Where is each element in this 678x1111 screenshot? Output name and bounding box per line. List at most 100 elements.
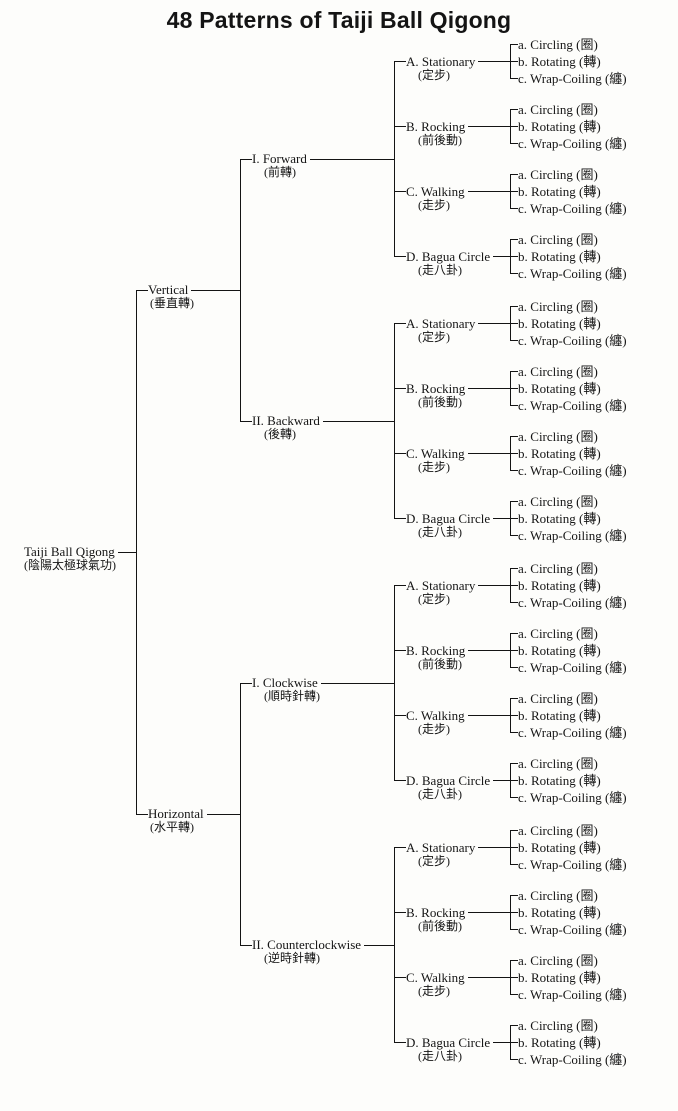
branch: a. Circling (圈) [510, 231, 627, 248]
node-b-rocking: B. Rocking(前後動) a. Circling (圈)b. Rotatin… [406, 625, 627, 676]
node-label: C. Walking(走步) [406, 970, 510, 998]
branch: I. Clockwise(順時針轉)A. Stationary(定步)a. Ci… [240, 560, 627, 806]
node-c-walking: C. Walking(走步) a. Circling (圈)b. Rotating… [406, 690, 627, 741]
node-label: C. Walking(走步) [406, 708, 510, 736]
children-group: A. Stationary(定步)a. Circling (圈)b. Rotat… [394, 822, 627, 1068]
node-d-bagua-circle: D. Bagua Circle(走八卦)a. Circling (圈)b. Ro… [406, 493, 627, 544]
branch: A. Stationary(定步)a. Circling (圈)b. Rotat… [394, 298, 627, 349]
node-chinese-text: (走步) [418, 197, 450, 212]
node-text: a. Circling (圈) [518, 232, 598, 247]
branch: c. Wrap-Coiling (纏) [510, 397, 627, 414]
branch: B. Rocking(前後動)a. Circling (圈)b. Rotatin… [394, 349, 627, 414]
branch: c. Wrap-Coiling (纏) [510, 856, 627, 873]
node-text: b. Rotating (轉) [518, 119, 601, 134]
node-c-wrap-coiling: c. Wrap-Coiling (纏) [518, 594, 627, 611]
node-label: b. Rotating (轉) [518, 248, 601, 265]
node-chinese-text: (前後動) [418, 656, 462, 671]
branch: D. Bagua Circle(走八卦)a. Circling (圈)b. Ro… [394, 1003, 627, 1068]
node-label: D. Bagua Circle(走八卦) [406, 249, 510, 277]
node-label: c. Wrap-Coiling (纏) [518, 200, 627, 217]
connector-line [468, 388, 510, 389]
branch: Vertical(垂直轉)I. Forward(前轉)A. Stationary… [136, 36, 627, 544]
node-text: b. Rotating (轉) [518, 381, 601, 396]
connector-line [191, 289, 240, 291]
node-a-circling: a. Circling (圈) [518, 298, 598, 315]
node-text: D. Bagua Circle [406, 1034, 491, 1050]
node-text: A. Stationary [406, 839, 476, 855]
node-i-forward: I. Forward(前轉)A. Stationary(定步)a. Circli… [252, 36, 627, 282]
node-text: c. Wrap-Coiling (纏) [518, 463, 627, 478]
node-text: a. Circling (圈) [518, 37, 598, 52]
node-text: D. Bagua Circle [406, 772, 491, 788]
node-label: a. Circling (圈) [518, 822, 598, 839]
node-text: c. Wrap-Coiling (纏) [518, 790, 627, 805]
branch: D. Bagua Circle(走八卦)a. Circling (圈)b. Ro… [394, 479, 627, 544]
node-text: a. Circling (圈) [518, 823, 598, 838]
node-label: a. Circling (圈) [518, 755, 598, 772]
children-group: a. Circling (圈)b. Rotating (轉)c. Wrap-Co… [510, 298, 627, 349]
node-label: c. Wrap-Coiling (纏) [518, 789, 627, 806]
node-label: c. Wrap-Coiling (纏) [518, 332, 627, 349]
branch: b. Rotating (轉) [510, 707, 627, 724]
node-label: b. Rotating (轉) [518, 445, 601, 462]
node-text: a. Circling (圈) [518, 561, 598, 576]
node-a-circling: a. Circling (圈) [518, 363, 598, 380]
branch: c. Wrap-Coiling (纏) [510, 200, 627, 217]
node-text: a. Circling (圈) [518, 691, 598, 706]
node-chinese-text: (逆時針轉) [264, 951, 320, 965]
node-c-wrap-coiling: c. Wrap-Coiling (纏) [518, 332, 627, 349]
node-label: c. Wrap-Coiling (纏) [518, 921, 627, 938]
branch: a. Circling (圈) [510, 887, 627, 904]
node-label: c. Wrap-Coiling (纏) [518, 265, 627, 282]
node-text: a. Circling (圈) [518, 364, 598, 379]
branch: b. Rotating (轉) [510, 772, 627, 789]
branch: a. Circling (圈) [510, 952, 627, 969]
node-text: a. Circling (圈) [518, 756, 598, 771]
node-label: c. Wrap-Coiling (纏) [518, 856, 627, 873]
branch: a. Circling (圈) [510, 822, 627, 839]
node-label: b. Rotating (轉) [518, 1034, 601, 1051]
node-label: b. Rotating (轉) [518, 315, 601, 332]
node-a-circling: a. Circling (圈) [518, 690, 598, 707]
node-b-rotating: b. Rotating (轉) [518, 248, 601, 265]
node-text: A. Stationary [406, 53, 476, 69]
node-taiji-ball-qigong: Taiji Ball Qigong(陰陽太極球氣功)Vertical(垂直轉)I… [24, 36, 678, 1068]
node-label: c. Wrap-Coiling (纏) [518, 135, 627, 152]
node-label: c. Wrap-Coiling (纏) [518, 1051, 627, 1068]
node-label: a. Circling (圈) [518, 625, 598, 642]
connector-line [364, 944, 394, 946]
node-label: a. Circling (圈) [518, 952, 598, 969]
node-c-wrap-coiling: c. Wrap-Coiling (纏) [518, 397, 627, 414]
branch: a. Circling (圈) [510, 755, 627, 772]
node-text: b. Rotating (轉) [518, 643, 601, 658]
node-b-rotating: b. Rotating (轉) [518, 510, 601, 527]
branch: A. Stationary(定步)a. Circling (圈)b. Rotat… [394, 36, 627, 87]
node-b-rotating: b. Rotating (轉) [518, 577, 601, 594]
node-b-rotating: b. Rotating (轉) [518, 118, 601, 135]
branch: c. Wrap-Coiling (纏) [510, 724, 627, 741]
node-b-rocking: B. Rocking(前後動)a. Circling (圈)b. Rotatin… [406, 887, 627, 938]
children-group: A. Stationary(定步)a. Circling (圈)b. Rotat… [394, 36, 627, 282]
branch: b. Rotating (轉) [510, 445, 627, 462]
node-label: c. Wrap-Coiling (纏) [518, 70, 627, 87]
node-chinese-text: (順時針轉) [264, 689, 320, 703]
node-b-rocking: B. Rocking(前後動)a. Circling (圈)b. Rotatin… [406, 363, 627, 414]
branch: a. Circling (圈) [510, 101, 627, 118]
node-c-wrap-coiling: c. Wrap-Coiling (纏) [518, 462, 627, 479]
branch: c. Wrap-Coiling (纏) [510, 986, 627, 1003]
node-chinese-text: (走步) [418, 459, 450, 474]
node-label: A. Stationary(定步) [406, 53, 510, 82]
node-text: b. Rotating (轉) [518, 249, 601, 264]
node-b-rotating: b. Rotating (轉) [518, 1034, 601, 1051]
branch: b. Rotating (轉) [510, 183, 627, 200]
node-label: Taiji Ball Qigong(陰陽太極球氣功) [24, 544, 136, 572]
node-text: c. Wrap-Coiling (纏) [518, 725, 627, 740]
node-text: B. Rocking [406, 642, 466, 658]
node-text: b. Rotating (轉) [518, 446, 601, 461]
node-d-bagua-circle: D. Bagua Circle(走八卦) a. Circling (圈) b. Ro… [406, 231, 627, 282]
node-chinese-text: (陰陽太極球氣功) [24, 558, 116, 572]
branch: a. Circling (圈) [510, 493, 627, 510]
children-group: A. Stationary(定步)a. Circling (圈)b. Rotat… [394, 560, 627, 806]
node-label: a. Circling (圈) [518, 363, 598, 380]
node-b-rotating: b. Rotating (轉) [518, 380, 601, 397]
